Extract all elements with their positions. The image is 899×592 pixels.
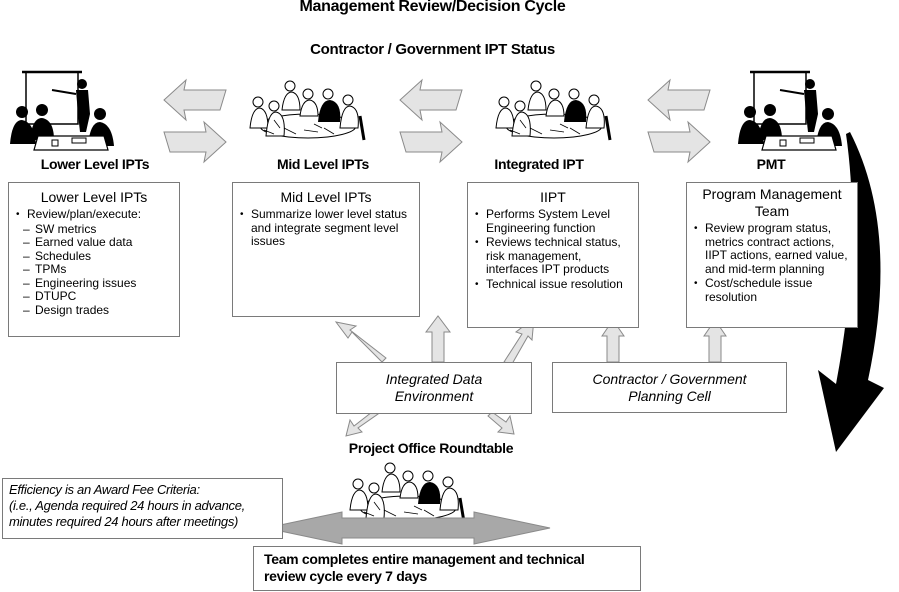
column-label-iipt: Integrated IPT	[494, 156, 584, 172]
diagonal-arrow-icon	[334, 321, 387, 363]
diagonal-arrow-icon	[503, 316, 535, 365]
box-title: Program Management Team	[702, 186, 842, 219]
cycle-note-line-1: Team completes entire management and tec…	[264, 551, 585, 567]
planning-line-1: Contractor / Government	[592, 370, 747, 387]
sub-bullet-item: Engineering issues	[15, 276, 173, 291]
bullet-item: Summarize lower level status and integra…	[239, 207, 413, 249]
integrated-data-environment-box: Integrated Data Environment	[336, 362, 532, 414]
roundtable-label: Project Office Roundtable	[348, 440, 514, 456]
diagonal-arrow-icon	[345, 411, 380, 437]
left-arrow-icon	[399, 79, 463, 121]
double-arrow-icon	[265, 511, 551, 545]
diagram-title: Management Review/Decision Cycle	[299, 0, 566, 15]
diagram-subtitle: Contractor / Government IPT Status	[310, 41, 555, 58]
column-label-pmt: PMT	[756, 156, 786, 172]
planning-cell-box: Contractor / Government Planning Cell	[552, 362, 787, 413]
sub-bullet-item: TPMs	[15, 262, 173, 277]
bullet-item: Performs System Level Engineering functi…	[474, 207, 632, 235]
ide-line-1: Integrated Data	[385, 371, 483, 387]
roundtable-meeting-illustration-mid	[248, 79, 366, 142]
bullet-item: Technical issue resolution	[474, 277, 632, 292]
sub-bullet-item: DTUPC	[15, 289, 173, 304]
roundtable-meeting-illustration-roundtable	[348, 461, 466, 524]
column-label-lower: Lower Level IPTs	[40, 156, 150, 172]
box-title: Lower Level IPTs	[40, 189, 148, 205]
presenter-meeting-illustration-pmt	[736, 70, 844, 152]
roundtable-meeting-illustration-iipt	[494, 79, 612, 142]
iipt-box: IIPT Performs System Level Engineering f…	[467, 182, 639, 328]
efficiency-note-line-3: minutes required 24 hours after meetings…	[9, 514, 239, 529]
presenter-meeting-illustration-lower	[8, 70, 116, 152]
sub-bullet-item: SW metrics	[15, 222, 173, 237]
bullet-item: Cost/schedule issue resolution	[693, 276, 851, 304]
left-arrow-icon	[163, 79, 227, 121]
left-arrow-icon	[647, 79, 711, 121]
lower-level-ipts-box: Lower Level IPTs Review/plan/execute: SW…	[8, 182, 180, 337]
planning-line-2: Planning Cell	[628, 387, 711, 404]
bullet-item: Reviews technical status, risk managemen…	[474, 235, 632, 277]
up-arrow-icon	[425, 315, 451, 363]
efficiency-note-line-2: (i.e., Agenda required 24 hours in advan…	[9, 498, 245, 513]
bullet-item: Review program status, metrics contract …	[693, 221, 851, 276]
pmt-box: Program Management Team Review program s…	[686, 182, 858, 328]
column-label-mid: Mid Level IPTs	[276, 156, 369, 172]
sub-bullet-item: Earned value data	[15, 235, 173, 250]
efficiency-note-box: Efficiency is an Award Fee Criteria: (i.…	[2, 478, 283, 539]
sub-bullet-item: Schedules	[15, 249, 173, 264]
ide-line-2: Environment	[394, 388, 474, 404]
box-title: Mid Level IPTs	[280, 189, 372, 205]
bullet-item: Review/plan/execute:	[15, 207, 173, 222]
box-title: IIPT	[540, 189, 566, 205]
up-arrow-icon	[601, 319, 625, 363]
diagonal-arrow-icon	[487, 411, 515, 435]
up-arrow-icon	[703, 319, 727, 363]
cycle-note-box: Team completes entire management and tec…	[253, 546, 641, 591]
efficiency-note-line-1: Efficiency is an Award Fee Criteria:	[9, 482, 200, 497]
cycle-note-line-2: review cycle every 7 days	[264, 568, 427, 584]
mid-level-ipts-box: Mid Level IPTs Summarize lower level sta…	[232, 182, 420, 317]
sub-bullet-item: Design trades	[15, 303, 173, 318]
